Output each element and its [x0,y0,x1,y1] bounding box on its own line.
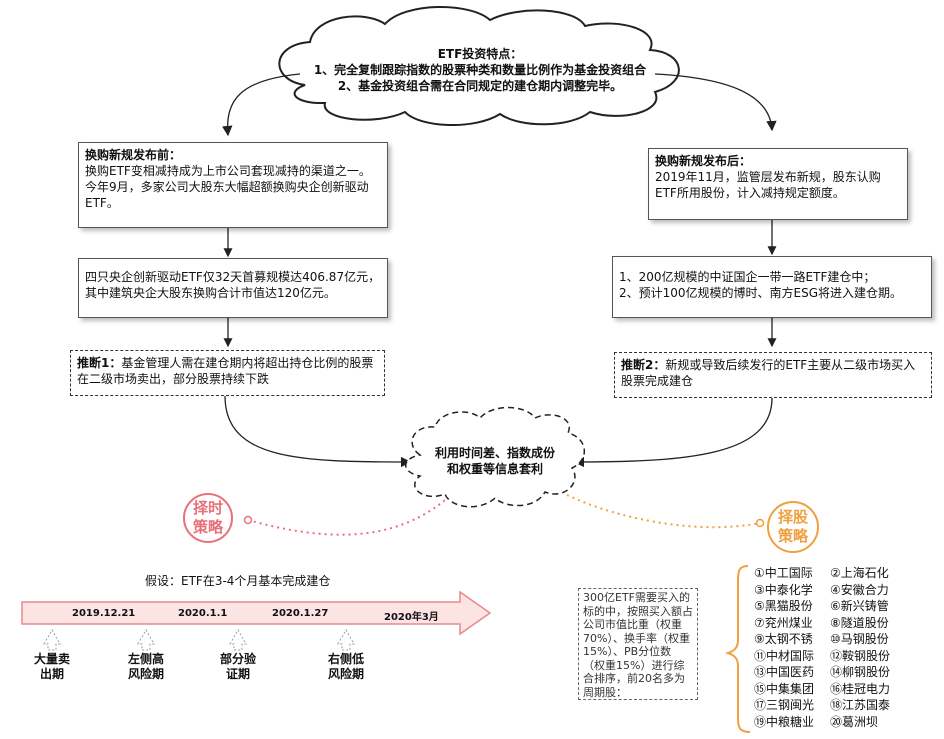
top-cloud-line2: 2、基金投资组合需在合同规定的建仓期内调整完毕。 [337,79,623,93]
top-cloud-title: ETF投资特点： [437,47,523,61]
stock-item: ⑦兖州煤业 [754,615,813,630]
stock-item: ⑥新兴铸管 [830,599,889,613]
timeline-label-4-line1: 右侧低 [327,652,364,666]
stock-item: ⑬中国医药 [754,665,815,679]
stock-item: ⑱江苏国泰 [830,698,891,712]
stock-brace [724,565,751,733]
stock-line2: 策略 [777,527,808,545]
timeline-label-3-line1: 部分验 [219,652,256,666]
inference2-title: 推断2： [621,358,666,372]
stock-item: ⑰三钢闽光 [754,698,815,712]
timeline-label-1-line2: 出期 [39,667,64,681]
stock-list-right: ②上海石化 ④安徽合力 ⑥新兴铸管 ⑧隧道股份 ⑩马钢股份 ⑫鞍钢股份 ⑭柳钢股份 ⑯桂冠电力… [830,565,890,730]
stock-item: ⑩马钢股份 [830,632,889,646]
timeline-date-4: 2020年3月 [384,612,439,623]
stock-connector [566,494,761,529]
arrow-right-to-center [573,397,773,468]
center-cloud-text: 利用时间差、指数成份 和权重等信息套利 [420,445,570,477]
timing-connector [247,499,446,536]
left-box-inference: 推断1：基金管理人需在建仓期内将超出持仓比例的股票在二级市场卖出，部分股票持续下… [70,350,385,396]
timing-circle [183,493,233,543]
stock-list-left: ①中工国际 ③中泰化学 ⑤黑猫股份 ⑦兖州煤业 ⑨太钢不锈 ⑪中材国际 ⑬中国医药 ⑮中集集团… [754,565,814,730]
center-cloud-line1: 利用时间差、指数成份 [434,446,555,460]
center-cloud-shape [405,406,585,508]
timeline-arrow [21,590,492,636]
right-box1-body: 2019年11月，监管层发布新规，股东认购ETF所用股份，计入减持规定额度。 [655,170,881,200]
stock-item: ⑯桂冠电力 [830,681,891,696]
arrow-to-left-col [222,73,301,137]
top-cloud-shape [278,6,680,127]
stock-item: ④安徽合力 [830,582,889,597]
timeline-label-4-line2: 风险期 [327,667,364,681]
stock-line1: 择股 [777,508,808,526]
right-box-after-rule: 换购新规发布后： 2019年11月，监管层发布新规，股东认购ETF所用股份，计入… [648,148,908,220]
timeline-label-2-line1: 左侧高 [127,652,164,666]
arrow-to-right-col [654,73,777,132]
inference1-title: 推断1： [77,356,122,370]
stock-item: ⑨太钢不锈 [754,632,813,646]
stock-item: ⑳葛洲坝 [830,714,879,729]
timeline-assumption: 假设：ETF在3-4个月基本完成建仓 [145,574,331,588]
stock-circle [767,501,819,553]
stock-item: ⑪中材国际 [754,648,815,663]
arrow-left-to-center [224,395,412,468]
up-arrow-4 [337,628,355,651]
top-cloud-text: ETF投资特点： 1、完全复制跟踪指数的股票种类和数量比例作为基金投资组合 2、… [300,46,660,94]
timing-line1: 择时 [192,499,223,517]
right-box2-line2: 2、预计100亿规模的博时、南方ESG将进入建仓期。 [619,286,903,300]
timeline-label-2-line2: 风险期 [127,667,164,681]
stock-item: ⑭柳钢股份 [830,665,891,679]
left-box-before-rule: 换购新规发布前： 换购ETF变相减持成为上市公司套现减持的渠道之一。今年9月，多… [78,142,388,228]
note-box: 300亿ETF需要买入的标的中，按照买入额占公司市值比重（权重70%）、换手率（… [578,588,698,700]
left-box2-body: 四只央企创新驱动ETF仅32天首募规模达406.87亿元，其中建筑央企大股东换购… [85,270,381,300]
timeline-label-3: 部分验 证期 [210,652,266,682]
timeline-label-3-line2: 证期 [225,667,250,681]
timing-strategy-label: 择时 策略 [186,499,230,537]
timeline-date-2: 2020.1.1 [178,608,228,619]
left-box1-title: 换购新规发布前： [85,148,182,162]
right-box-funds: 1、200亿规模的中证国企一带一路ETF建仓中； 2、预计100亿规模的博时、南… [612,256,932,318]
right-box-inference: 推断2：新规或导致后续发行的ETF主要从二级市场买入股票完成建仓 [614,352,932,398]
timeline-date-1: 2019.12.21 [72,608,136,619]
stock-item: ⑫鞍钢股份 [830,648,891,663]
stock-item: ⑲中粮糖业 [754,714,815,729]
stock-item: ⑮中集集团 [754,681,815,696]
timing-line2: 策略 [192,518,223,536]
left-box1-body: 换购ETF变相减持成为上市公司套现减持的渠道之一。今年9月，多家公司大股东大幅超… [85,164,371,210]
top-cloud-line1: 1、完全复制跟踪指数的股票种类和数量比例作为基金投资组合 [313,63,647,77]
stock-item: ⑤黑猫股份 [754,599,813,613]
stock-item: ⑧隧道股份 [830,615,889,630]
up-arrow-2 [137,628,155,651]
stock-item: ③中泰化学 [754,582,813,597]
center-cloud-line2: 和权重等信息套利 [446,462,543,476]
timeline-date-3: 2020.1.27 [272,608,329,619]
up-arrow-1 [43,628,61,651]
inference1-body: 基金管理人需在建仓期内将超出持仓比例的股票在二级市场卖出，部分股票持续下跌 [77,356,374,386]
timeline-label-1-line1: 大量卖 [33,652,70,666]
stock-item: ②上海石化 [830,566,889,580]
left-box-scale: 四只央企创新驱动ETF仅32天首募规模达406.87亿元，其中建筑央企大股东换购… [78,258,388,318]
note-text: 300亿ETF需要买入的标的中，按照买入额占公司市值比重（权重70%）、换手率（… [583,591,693,699]
stock-item: ①中工国际 [754,566,813,580]
timeline-label-1: 大量卖 出期 [24,652,80,682]
inference2-body: 新规或导致后续发行的ETF主要从二级市场买入股票完成建仓 [621,358,916,388]
stock-strategy-label: 择股 策略 [771,508,815,546]
right-box2-line1: 1、200亿规模的中证国企一带一路ETF建仓中； [619,270,876,284]
up-arrow-3 [229,628,247,651]
right-box1-title: 换购新规发布后： [655,154,752,168]
timeline-label-2: 左侧高 风险期 [116,652,176,682]
timeline-label-4: 右侧低 风险期 [316,652,376,682]
